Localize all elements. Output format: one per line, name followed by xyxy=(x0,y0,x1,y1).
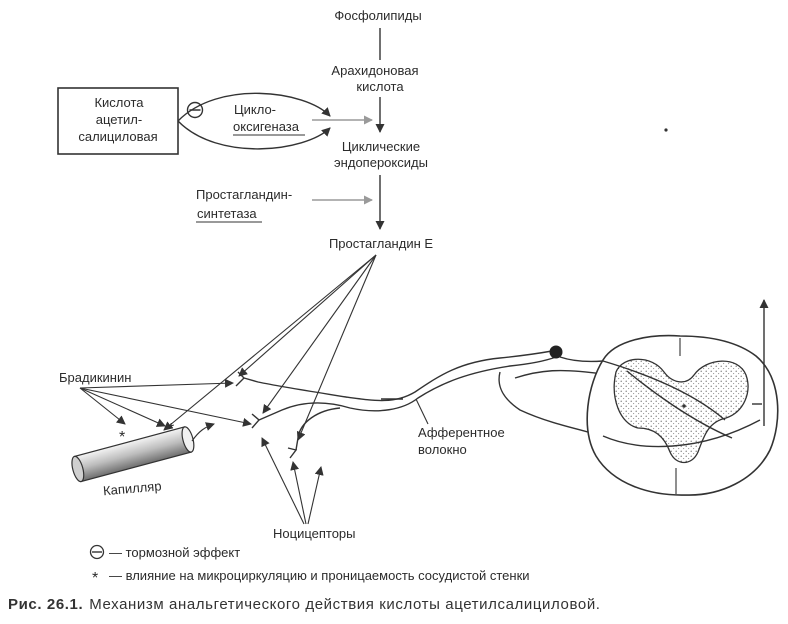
capillary xyxy=(71,426,195,483)
aspirin-label-2: ацетил- xyxy=(96,112,142,127)
nerve-fiber xyxy=(243,350,604,451)
legend-inhibition: — тормозной эффект xyxy=(89,544,240,560)
spinal-cord xyxy=(586,334,779,496)
afferent-fiber-label-1: Афферентное xyxy=(418,425,505,440)
aspirin-label-3: салициловая xyxy=(78,129,157,144)
afferent-pointer xyxy=(415,398,429,425)
endoperoxides-label-1: Циклические xyxy=(342,139,420,154)
cyclooxygenase-label-2: оксигеназа xyxy=(233,119,300,134)
phospholipids-label: Фосфолипиды xyxy=(334,8,421,23)
cyclooxygenase-lower-curve xyxy=(177,120,331,150)
cyclooxygenase-label-1: Цикло- xyxy=(234,102,276,117)
capillary-label: Капилляр xyxy=(102,478,162,498)
figure-caption: Рис. 26.1. Механизм анальгетического дейс… xyxy=(8,596,601,613)
legend-star-text: — влияние на микроциркуляцию и проницаем… xyxy=(109,568,530,583)
legend-inhibition-icon xyxy=(89,544,105,560)
arachidonic-acid-label-1: Арахидоновая xyxy=(331,63,418,78)
figure-caption-text: Механизм анальгетического действия кисло… xyxy=(89,596,601,613)
legend-inhibition-text: — тормозной эффект xyxy=(109,545,240,560)
legend-star-symbol: * xyxy=(92,570,98,587)
afferent-fiber-label-2: волокно xyxy=(418,442,467,457)
figure-number: Рис. 26.1. xyxy=(8,596,84,613)
bradykinin-label: Брадикинин xyxy=(59,370,131,385)
ganglion-cell-1 xyxy=(549,345,563,359)
endoperoxides-label-2: эндопероксиды xyxy=(334,155,428,170)
cyclooxygenase-upper-curve xyxy=(177,92,331,122)
aspirin-label-1: Кислота xyxy=(94,95,144,110)
capillary-to-nerve-arrow xyxy=(191,422,215,442)
prostaglandin-e-label: Простагландин Е xyxy=(329,236,433,251)
pg-synthetase-label-2: синтетаза xyxy=(197,206,257,221)
nociceptor-endings xyxy=(235,371,298,459)
bradykinin-arrows xyxy=(79,378,252,427)
nociceptors-label: Ноцицепторы xyxy=(273,526,356,541)
dorsal-root xyxy=(498,369,604,437)
nociceptor-arrows xyxy=(261,437,324,525)
star-mark-right: * xyxy=(168,421,174,438)
legend-star: * — влияние на микроциркуляцию и проница… xyxy=(92,568,530,587)
pg-synthetase-label-1: Простагландин- xyxy=(196,187,292,202)
stray-dot xyxy=(664,128,668,132)
star-mark-left: * xyxy=(119,429,125,446)
arachidonic-acid-label-2: кислота xyxy=(356,79,404,94)
